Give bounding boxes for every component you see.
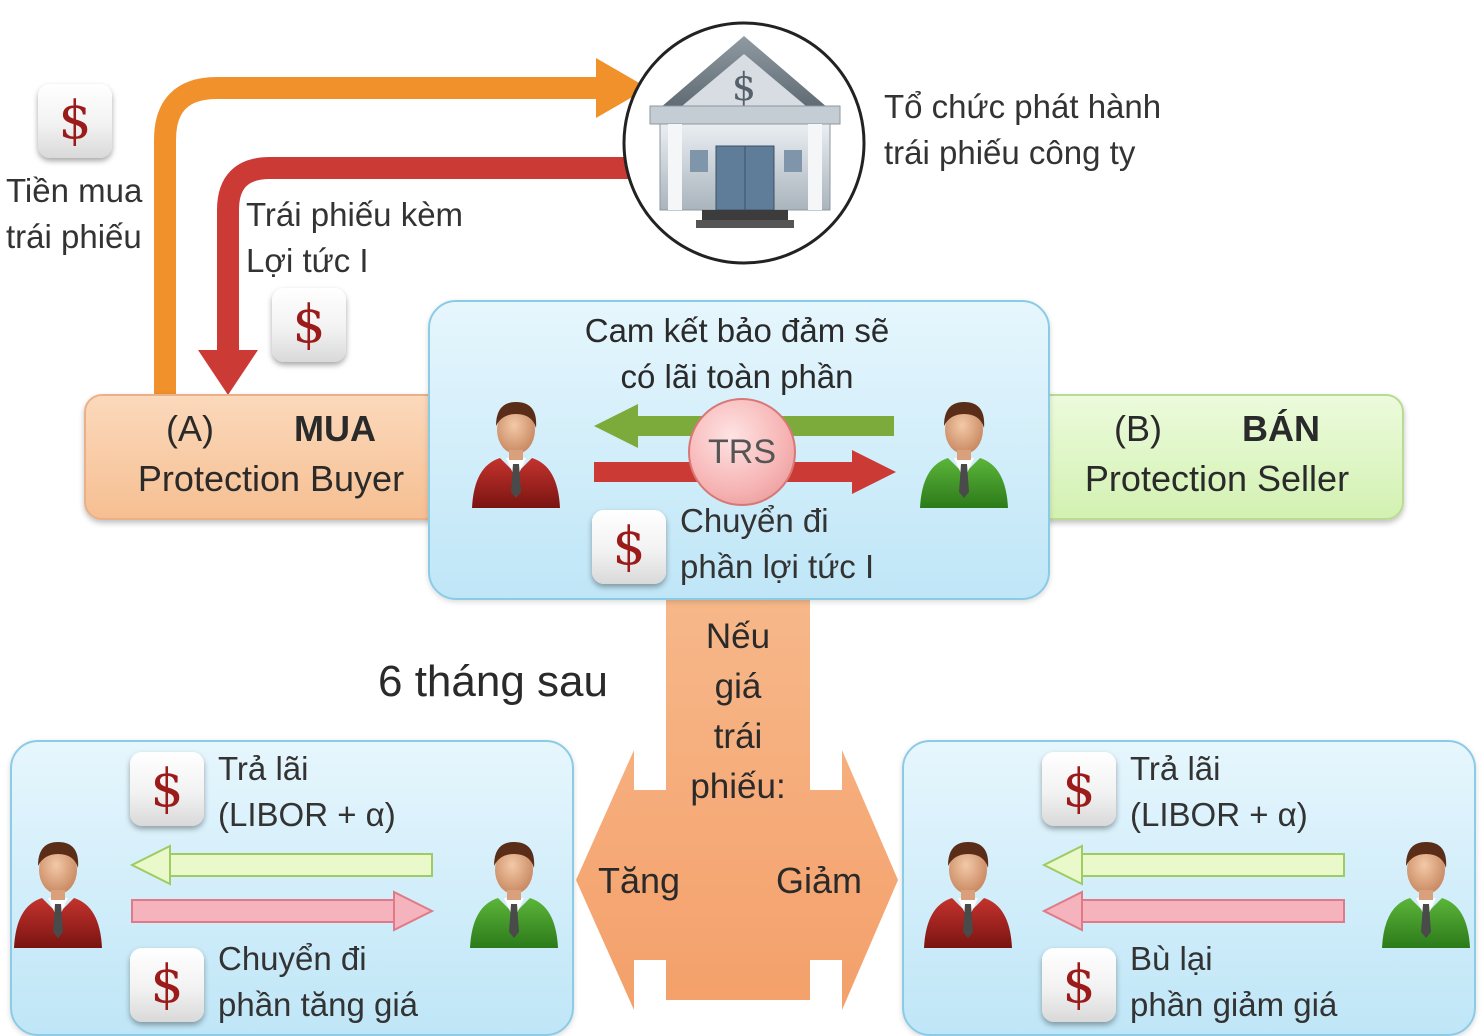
party-b-role: BÁN bbox=[1242, 408, 1321, 449]
svg-text:$: $ bbox=[732, 65, 756, 109]
seller-person-icon bbox=[1376, 828, 1476, 948]
bond-flow-arrow bbox=[217, 157, 640, 352]
down-recv-line2: phần giảm giá bbox=[1130, 986, 1338, 1023]
payment-label-line2: trái phiếu bbox=[6, 218, 142, 255]
issuer-label-line2: trái phiếu công ty bbox=[884, 134, 1136, 171]
issuer-label-line1: Tổ chức phát hành bbox=[884, 88, 1162, 125]
party-a-name: Protection Buyer bbox=[137, 458, 405, 499]
party-b-code: (B) bbox=[1113, 408, 1162, 449]
buyer-person-icon bbox=[918, 828, 1018, 948]
payment-label-line1: Tiền mua bbox=[6, 172, 143, 209]
commitment-line1: Cam kết bảo đảm sẽ bbox=[584, 312, 890, 349]
party-a-box: (A) MUA Protection Buyer bbox=[84, 394, 458, 520]
party-b-box: (B) BÁN Protection Seller bbox=[1030, 394, 1404, 520]
bond-label-line2: Lợi tức I bbox=[246, 242, 369, 279]
up-pay-line2: (LIBOR + α) bbox=[218, 796, 396, 833]
decrease-label: Giảm bbox=[776, 860, 863, 901]
time-label: 6 tháng sau bbox=[378, 657, 608, 706]
up-recv-line1: Chuyển đi bbox=[218, 940, 367, 977]
transfer-line2: phần lợi tức I bbox=[680, 548, 875, 585]
dollar-icon: $ bbox=[130, 752, 204, 826]
seller-person-icon bbox=[464, 828, 564, 948]
dollar-icon: $ bbox=[592, 510, 666, 584]
seller-person-icon bbox=[914, 388, 1014, 508]
up-pay-line1: Trả lãi bbox=[218, 750, 309, 787]
bond-label-line1: Trái phiếu kèm bbox=[246, 196, 464, 233]
issuer-bank-icon: $ bbox=[622, 21, 866, 265]
dollar-icon: $ bbox=[1042, 948, 1116, 1022]
dollar-icon: $ bbox=[38, 84, 112, 158]
buyer-person-icon bbox=[8, 828, 108, 948]
bond-flow-arrowhead bbox=[198, 350, 258, 395]
condition-line4: phiếu: bbox=[690, 767, 786, 806]
scenario-down-panel bbox=[902, 740, 1476, 1036]
dollar-icon: $ bbox=[1042, 752, 1116, 826]
down-pay-line2: (LIBOR + α) bbox=[1130, 796, 1308, 833]
down-recv-line1: Bù lại bbox=[1130, 940, 1213, 977]
trs-badge: TRS bbox=[688, 398, 796, 506]
increase-label: Tăng bbox=[598, 860, 681, 901]
scenario-up-panel bbox=[10, 740, 574, 1036]
payment-flow-arrowhead bbox=[596, 58, 648, 118]
scenario-down-arrows bbox=[1041, 844, 1345, 932]
condition-line2: giá bbox=[714, 667, 762, 706]
commitment-line2: có lãi toàn phần bbox=[620, 358, 854, 395]
condition-arrow bbox=[576, 590, 898, 1010]
up-recv-line2: phần tăng giá bbox=[218, 986, 419, 1023]
party-b-name: Protection Seller bbox=[1084, 458, 1350, 499]
transfer-line1: Chuyển đi bbox=[680, 502, 829, 539]
party-a-code: (A) bbox=[165, 408, 214, 449]
dollar-icon: $ bbox=[272, 288, 346, 362]
buyer-person-icon bbox=[466, 388, 566, 508]
down-pay-line1: Trả lãi bbox=[1130, 750, 1221, 787]
condition-line1: Nếu bbox=[705, 617, 771, 656]
condition-line3: trái bbox=[713, 717, 763, 756]
dollar-icon: $ bbox=[130, 948, 204, 1022]
top-flow-arrows bbox=[154, 58, 648, 400]
payment-flow-arrow bbox=[154, 77, 600, 400]
scenario-up-arrows bbox=[129, 844, 435, 932]
party-a-role: MUA bbox=[294, 408, 376, 449]
